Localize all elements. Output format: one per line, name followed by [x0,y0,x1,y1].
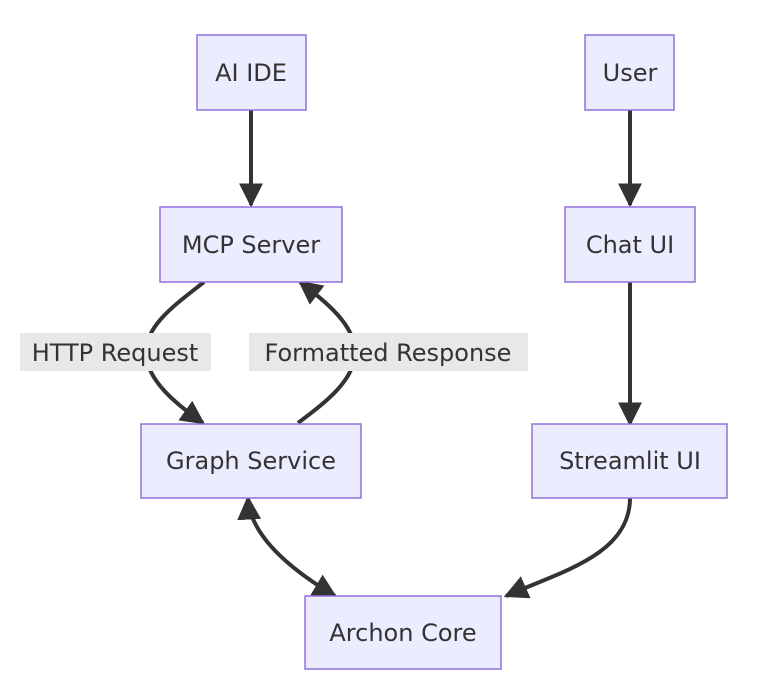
edge-label-formatted-response-text: Formatted Response [265,339,512,367]
node-graph-service[interactable]: Graph Service [140,423,362,499]
node-user-label: User [603,59,658,87]
node-archon-core-label: Archon Core [329,619,476,647]
edge-streamlit-ui-to-archon-core [503,497,632,599]
edge-label-http-request: HTTP Request [20,333,211,371]
node-graph-service-label: Graph Service [166,447,336,475]
node-ai-ide-label: AI IDE [215,59,287,87]
edge-label-http-request-text: HTTP Request [32,339,199,367]
node-mcp-server[interactable]: MCP Server [159,206,343,283]
edge-graph-service-to-archon-core [237,495,338,598]
node-streamlit-ui[interactable]: Streamlit UI [531,423,728,499]
node-ai-ide[interactable]: AI IDE [196,34,307,111]
node-chat-ui-label: Chat UI [586,231,674,259]
node-streamlit-ui-label: Streamlit UI [559,447,701,475]
edge-label-formatted-response: Formatted Response [249,333,528,371]
node-chat-ui[interactable]: Chat UI [564,206,696,283]
node-archon-core[interactable]: Archon Core [304,595,502,670]
node-mcp-server-label: MCP Server [182,231,320,259]
node-user[interactable]: User [584,34,675,111]
